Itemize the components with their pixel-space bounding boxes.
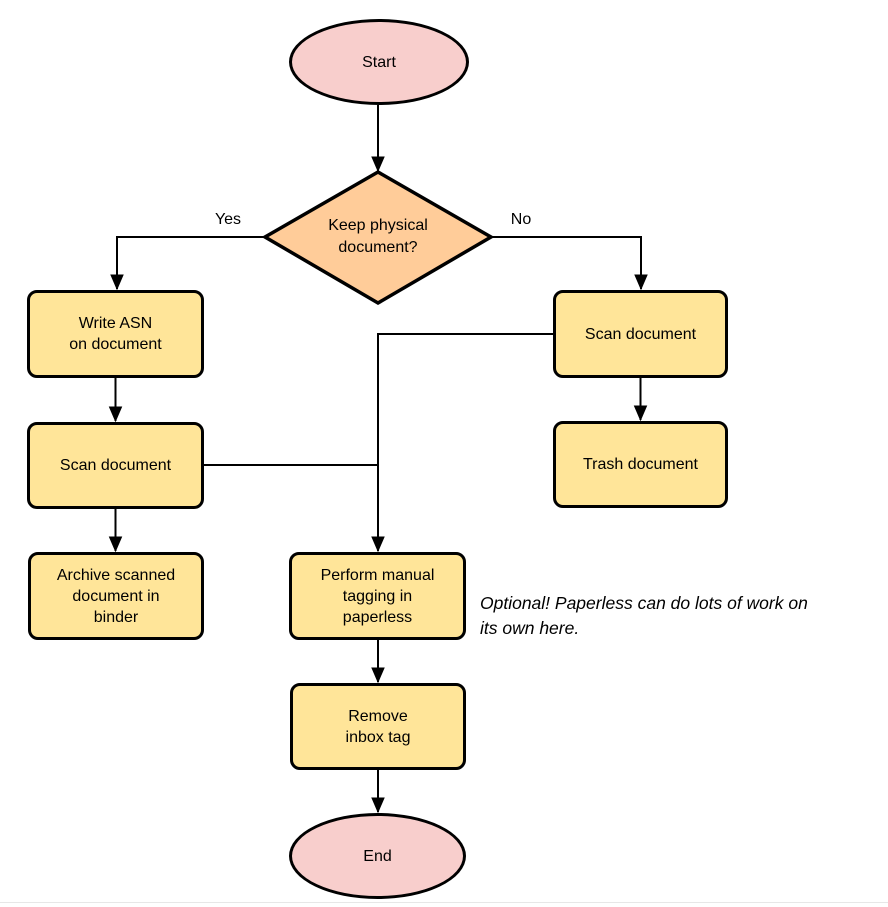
node-scan-document-left: Scan document bbox=[27, 422, 204, 509]
node-end: End bbox=[289, 813, 466, 899]
node-archive-scanned-document: Archive scanned document in binder bbox=[28, 552, 204, 640]
node-perform-manual-tagging: Perform manual tagging in paperless bbox=[289, 552, 466, 640]
edge-decision-yes-to-write-asn bbox=[117, 236, 265, 289]
node-write-asn-on-document: Write ASN on document bbox=[27, 290, 204, 378]
node-trash-document: Trash document bbox=[553, 421, 728, 508]
edge-scan-right-to-tagging bbox=[378, 333, 553, 551]
annotation-optional-note: Optional! Paperless can do lots of work … bbox=[480, 593, 808, 638]
edge-label-yes: Yes bbox=[214, 211, 242, 228]
node-scan-document-right: Scan document bbox=[553, 290, 728, 378]
edge-label-no: No bbox=[510, 211, 532, 228]
node-start: Start bbox=[289, 19, 469, 105]
edge-decision-no-to-scan-right bbox=[491, 236, 641, 289]
node-decision-label: Keep physical document? bbox=[328, 217, 428, 256]
node-remove-inbox-tag: Remove inbox tag bbox=[290, 683, 466, 770]
page-bottom-edge bbox=[0, 902, 888, 903]
